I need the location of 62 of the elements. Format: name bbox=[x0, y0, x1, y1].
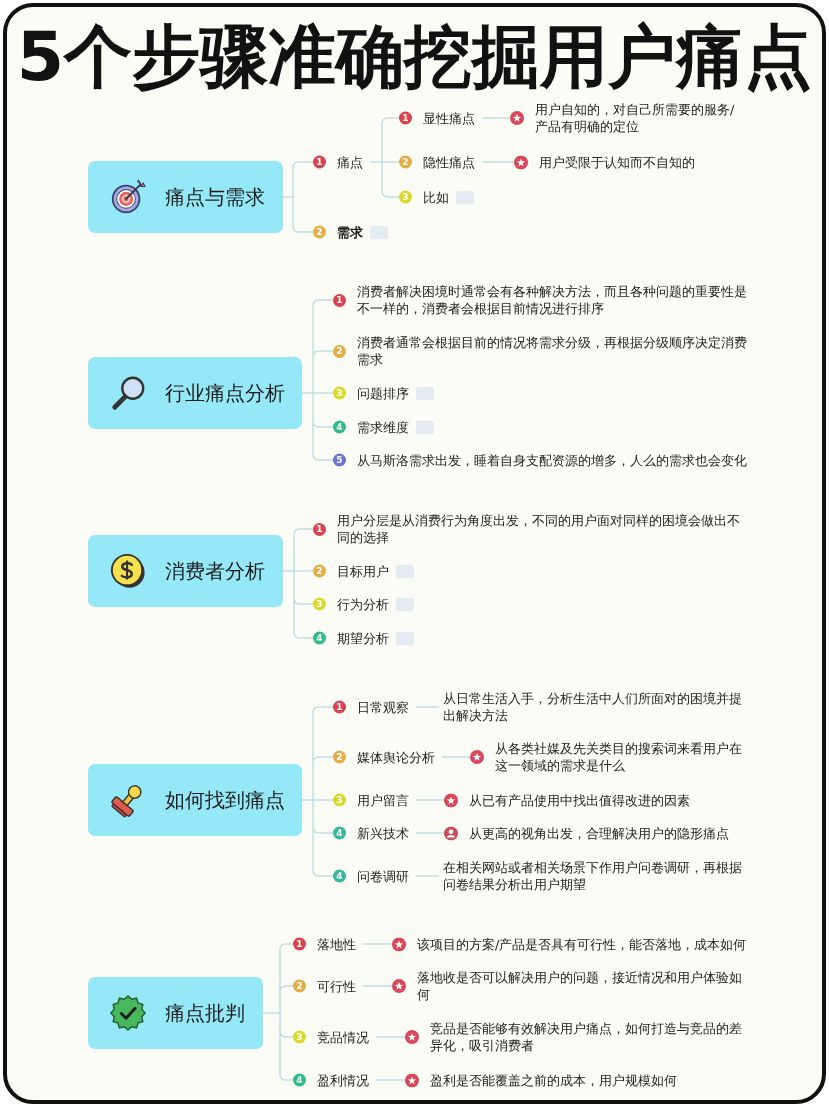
note-text: 盈利是否能覆盖之前的成本，用户规模如何 bbox=[430, 1071, 677, 1089]
branch-line bbox=[375, 1079, 406, 1081]
branch-label: 落地性 bbox=[317, 935, 356, 953]
branch-label: 隐性痛点 bbox=[423, 153, 475, 171]
topic-label: 消费者分析 bbox=[165, 558, 265, 584]
branch-line bbox=[415, 706, 440, 708]
branch-line bbox=[415, 832, 445, 834]
branch-line bbox=[362, 943, 393, 945]
branch-line bbox=[282, 161, 314, 233]
branch-line bbox=[282, 528, 314, 639]
topic-box bbox=[88, 764, 302, 836]
branch-label: 问题排序 bbox=[357, 384, 409, 402]
branch-label: 需求 bbox=[337, 223, 363, 241]
note-text: 该项目的方案/产品是否具有可行性，能否落地，成本如何 bbox=[417, 935, 747, 953]
branch-label: 行为分析 bbox=[337, 595, 389, 613]
note-text: 用户分层是从消费行为角度出发，不同的用户面对同样的困境会做出不同的选择 bbox=[337, 512, 741, 546]
branch-line bbox=[415, 875, 440, 877]
branch-line bbox=[481, 117, 511, 119]
note-text: 从各类社媒及先关类目的搜索词来看用户在这一领域的需求是什么 bbox=[495, 740, 743, 774]
branch-label: 可行性 bbox=[317, 977, 356, 995]
branch-label: 竞品情况 bbox=[317, 1028, 369, 1046]
topic-label: 痛点与需求 bbox=[165, 184, 265, 210]
note-text: 在相关网站或者相关场景下作用户问卷调研，再根据问卷结果分析出用户期望 bbox=[443, 859, 743, 893]
note-text: 竞品是否能够有效解决用户痛点，如何打造与竞品的差异化，吸引消费者 bbox=[430, 1020, 743, 1054]
branch-line bbox=[369, 117, 400, 198]
note-text: 消费者通常会根据目前的情况将需求分级，再根据分级顺序决定消费需求 bbox=[357, 334, 748, 368]
branch-label: 媒体舆论分析 bbox=[357, 748, 435, 766]
note-text: 消费者解决困境时通常会有各种解决方法，而且各种问题的重要性是不一样的，消费者会根据目前情况进行排序 bbox=[357, 283, 748, 317]
branch-label: 期望分析 bbox=[337, 629, 389, 647]
note-text: 用户自知的，对自己所需要的服务/产品有明确的定位 bbox=[535, 101, 736, 135]
topic-box bbox=[88, 977, 263, 1049]
branch-label: 盈利情况 bbox=[317, 1071, 369, 1089]
branch-label: 显性痛点 bbox=[423, 109, 475, 127]
branch-line bbox=[441, 756, 471, 758]
topic-box bbox=[88, 535, 283, 607]
branch-line bbox=[362, 985, 393, 987]
branch-line bbox=[301, 299, 334, 461]
branch-label: 需求维度 bbox=[357, 418, 409, 436]
topic-label: 如何找到痛点 bbox=[165, 787, 285, 813]
topic-box bbox=[88, 161, 283, 233]
topic-label: 痛点批判 bbox=[165, 1000, 245, 1026]
note-text: 从马斯洛需求出发，睡着自身支配资源的增多，人么的需求也会变化 bbox=[357, 451, 747, 469]
branch-label: 用户留言 bbox=[357, 791, 409, 809]
topic-label: 行业痛点分析 bbox=[165, 380, 285, 406]
note-text: 用户受限于认知而不自知的 bbox=[539, 153, 695, 171]
branch-label: 问卷调研 bbox=[357, 867, 409, 885]
title: 5个步骤准确挖掘用户痛点 bbox=[15, 16, 814, 98]
note-text: 从日常生活入手，分析生活中人们所面对的困境并提出解决方法 bbox=[443, 690, 743, 724]
branch-label: 新兴技术 bbox=[357, 824, 409, 842]
branch-label: 痛点 bbox=[337, 153, 363, 171]
note-text: 落地收是否可以解决用户的问题，接近情况和用户体验如何 bbox=[417, 969, 743, 1003]
branch-line bbox=[415, 799, 445, 801]
branch-label: 比如 bbox=[423, 188, 449, 206]
topic-box bbox=[88, 357, 302, 429]
branch-line bbox=[481, 161, 515, 163]
branch-line bbox=[375, 1036, 406, 1038]
branch-label: 目标用户 bbox=[337, 562, 389, 580]
branch-line bbox=[262, 943, 294, 1081]
note-text: 从已有产品使用中找出值得改进的因素 bbox=[469, 791, 690, 809]
branch-label: 日常观察 bbox=[357, 698, 409, 716]
branch-line bbox=[301, 706, 334, 877]
note-text: 从更高的视角出发，合理解决用户的隐形痛点 bbox=[469, 824, 729, 842]
